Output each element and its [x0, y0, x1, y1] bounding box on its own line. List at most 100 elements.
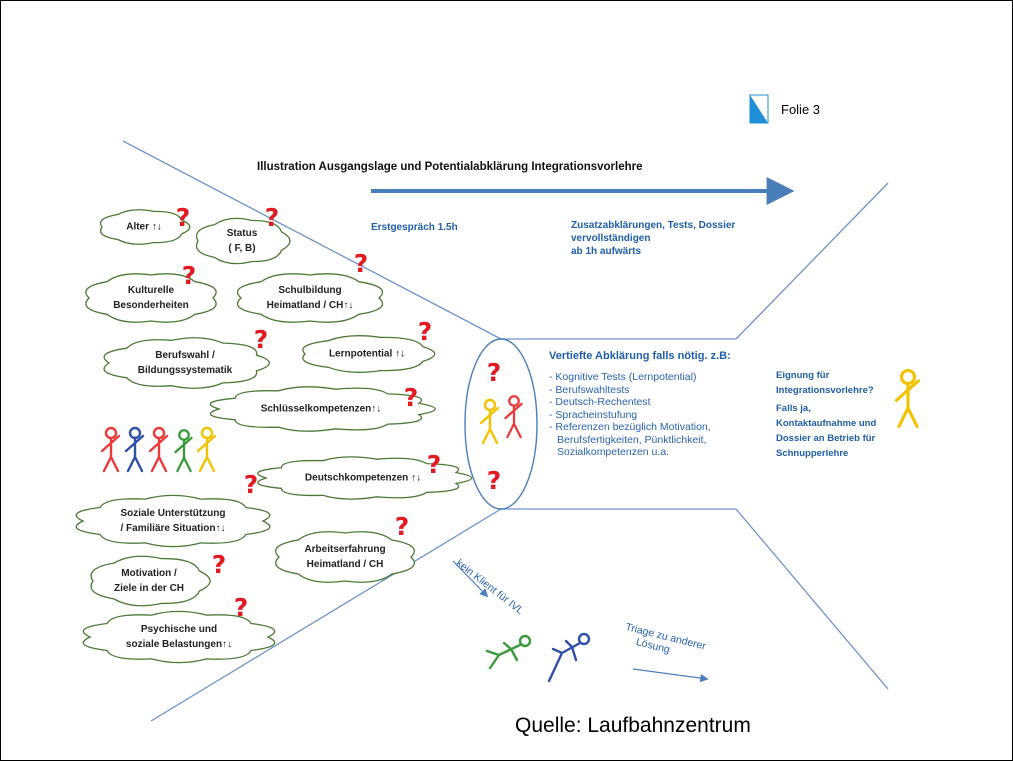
page-title: Illustration Ausgangslage und Potentiala… [257, 161, 643, 173]
question-mark-icon: ? [418, 317, 433, 346]
question-mark-icon: ? [182, 261, 197, 290]
question-mark-icon: ? [354, 249, 369, 278]
factor-label: Alter ↑↓ [126, 220, 162, 235]
outcome-line: Dossier an Betrieb für [776, 433, 876, 444]
factor-cloud [275, 531, 415, 583]
selection-ellipse [464, 338, 538, 510]
factor-label: Deutschkompetenzen ↑↓ [305, 471, 421, 486]
factor-label: Berufswahl / Bildungssystematik [138, 348, 232, 378]
factor-cloud [195, 217, 291, 265]
factor-label-line: Lernpotential ↑↓ [328, 348, 406, 360]
factor-label-line: Ziele in der CH [113, 583, 185, 594]
factor-label-line: Psychische und [140, 624, 218, 635]
factor-label-line: Arbeitserfahrung [304, 544, 386, 555]
outcome-line: Schnupperlehre [776, 448, 849, 459]
factor-label-line: Heimatland / CH [306, 559, 384, 570]
outcome-answer: Falls ja, Kontaktaufnahme und Dossier an… [776, 401, 876, 461]
factor-cloud [257, 456, 473, 500]
detail-item: - Referenzen bezüglich Motivation, [549, 421, 711, 433]
stick-figure-icon [485, 634, 532, 670]
factor-cloud [103, 337, 270, 389]
detail-item: - Kognitive Tests (Lernpotential) [549, 371, 697, 383]
detail-heading: Vertiefte Abklärung falls nötig. z.B: [549, 350, 731, 362]
question-mark-icon: ? [212, 550, 227, 579]
stick-figure-icon [100, 426, 121, 473]
factor-label-line: ( F, B) [228, 243, 256, 254]
stick-figure-icon [547, 632, 591, 683]
factor-label-line: Motivation / [121, 568, 177, 579]
people-figures [100, 368, 920, 683]
detail-item: - Deutsch-Rechentest [549, 396, 651, 408]
factor-label-line: Heimatland / CH↑↓ [266, 300, 354, 311]
stick-figure-icon [124, 426, 145, 473]
detail-item: Sozialkompetenzen u.a. [557, 446, 670, 458]
stage2-label: Zusatzabklärungen, Tests, Dossier vervol… [571, 219, 735, 258]
factor-cloud [90, 555, 211, 607]
question-mark-icon: ? [244, 470, 259, 499]
factor-label-line: Schlüsselkompetenzen↑↓ [260, 403, 382, 415]
factor-label-line: Berufswahl / [155, 350, 215, 361]
stick-figure-icon [504, 395, 523, 439]
no-client-arrow [452, 560, 489, 598]
source-caption: Quelle: Laufbahnzentrum [515, 714, 751, 737]
question-mark-icon: ? [265, 203, 280, 232]
question-mark-icon: ? [176, 203, 191, 232]
outcome-line: Integrationsvorlehre? [776, 385, 874, 396]
factor-label: Status ( F, B) [227, 226, 258, 256]
detail-box: Vertiefte Abklärung falls nötig. z.B: - … [549, 350, 731, 459]
question-mark-icon: ? [427, 450, 442, 479]
factor-label-line: Besonderheiten [113, 300, 189, 311]
detail-list: - Kognitive Tests (Lernpotential) - Beru… [549, 371, 731, 459]
slide-number: Folie 3 [781, 102, 821, 117]
factor-label: Soziale Unterstützung / Familiäre Situati… [120, 506, 225, 536]
detail-item: - Spracheinstufung [549, 408, 638, 421]
factor-clouds [75, 209, 473, 664]
triage-arrow [632, 668, 709, 683]
factor-cloud [85, 273, 217, 323]
stick-figure-icon [174, 429, 193, 473]
question-mark-icon: ? [487, 358, 502, 387]
factor-label-line: Schulbildung [278, 285, 342, 296]
question-mark-icon: ? [395, 512, 410, 541]
factor-label-line: Kulturelle [127, 285, 175, 296]
factor-label: Schlüsselkompetenzen↑↓ [261, 402, 382, 417]
factor-cloud [209, 386, 436, 432]
factor-label: Lernpotential ↑↓ [329, 347, 405, 362]
question-mark-icon: ? [254, 325, 269, 354]
stick-figure-icon [148, 426, 169, 473]
stage2-line: ab 1h aufwärts [571, 246, 642, 257]
factor-label-line: / Familiäre Situation↑↓ [120, 523, 226, 534]
factor-label-line: Deutschkompetenzen ↑↓ [304, 472, 422, 484]
factor-cloud [236, 273, 384, 323]
factor-label-line: Alter ↑↓ [126, 221, 162, 233]
funnel-outline [122, 140, 889, 722]
factor-cloud [302, 335, 436, 373]
question-marks: ?????????????? [176, 203, 502, 622]
stick-figure-icon [479, 398, 500, 445]
factor-cloud [99, 209, 191, 245]
factor-label: Motivation / Ziele in der CH [114, 566, 184, 596]
stage2-line: Zusatzabklärungen, Tests, Dossier [571, 220, 736, 231]
zurich-logo-icon [749, 94, 769, 124]
detail-item: - Berufswahltests [549, 383, 630, 396]
stick-figure-icon [894, 368, 920, 428]
outcome-question: Eignung für Integrationsvorlehre? [776, 368, 874, 398]
factor-label-line: Status [226, 228, 258, 239]
question-mark-icon: ? [234, 593, 249, 622]
factor-label-line: Bildungssystematik [137, 365, 233, 376]
outcome-line: Falls ja, [776, 403, 811, 414]
outcome-line: Eignung für [776, 370, 830, 381]
stage2-line: vervollständigen [571, 233, 651, 244]
question-mark-icon: ? [487, 466, 502, 495]
factor-cloud [82, 610, 276, 664]
factor-cloud [75, 494, 271, 548]
factor-label-line: Soziale Unterstützung [120, 508, 226, 519]
question-mark-icon: ? [404, 383, 419, 412]
stick-figure-icon [196, 426, 217, 473]
